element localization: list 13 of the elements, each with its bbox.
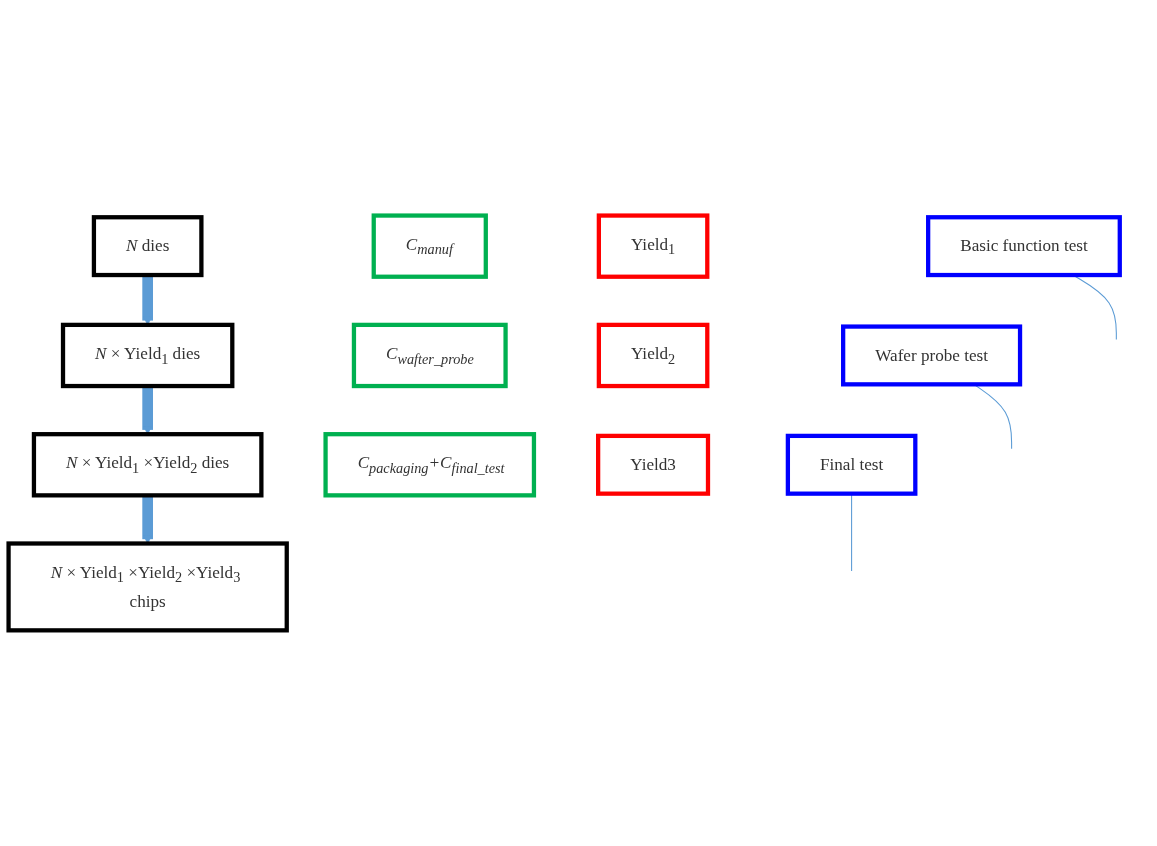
- node-box: Wafer probe test: [841, 324, 1023, 387]
- node-box: Yield$_{2}$: [596, 322, 710, 389]
- node-box: N × Yield$_{1}$ ×Yield$_{2}$ ×Yield$_{3}$ chips: [6, 541, 289, 633]
- node-box: Basic function test: [926, 215, 1122, 278]
- node-box: C$_{manuf}$: [371, 213, 488, 279]
- node-box: Yield3: [596, 433, 711, 496]
- node-box: Yield$_{1}$: [596, 213, 710, 279]
- node-box: C$_{packaging}$+C$_{final_test}$: [323, 432, 537, 498]
- node-box: N × Yield$_{1}$ dies: [60, 322, 235, 389]
- node-box: C$_{wafter_probe}$: [351, 322, 508, 389]
- node-box: N × Yield$_{1}$ ×Yield$_{2}$ dies: [31, 432, 264, 498]
- node-box: N dies: [91, 215, 204, 278]
- node-box: Final test: [785, 433, 918, 496]
